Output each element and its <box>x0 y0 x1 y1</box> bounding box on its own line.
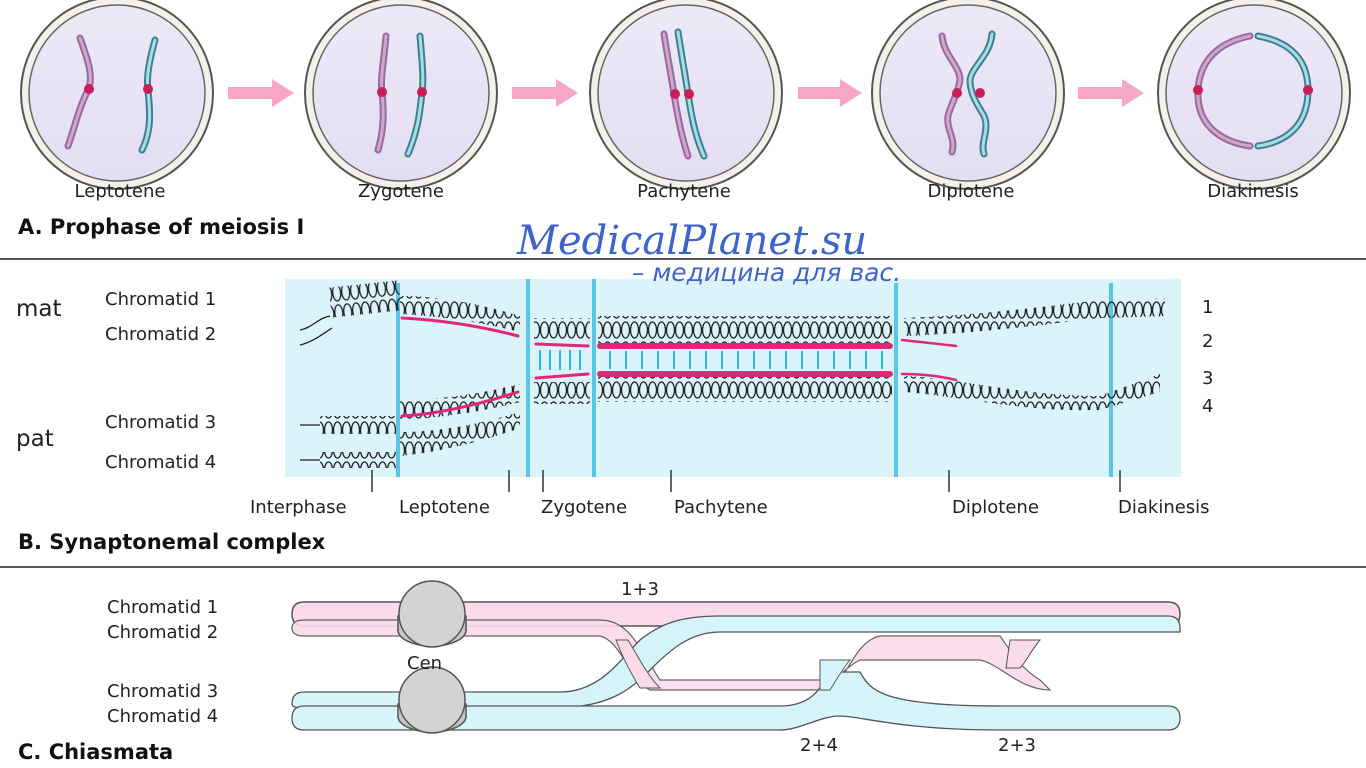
centromere-dot <box>377 87 387 97</box>
watermark-site: MedicalPlanet.su <box>517 218 868 264</box>
chromatin-coils <box>299 280 1165 468</box>
group-label-mat: mat <box>16 296 62 322</box>
watermark-tagline: – медицина для вас. <box>632 258 902 287</box>
centromere-dot <box>952 88 962 98</box>
cell-pachytene <box>589 0 783 190</box>
divider <box>0 258 1366 260</box>
stage-dividers <box>396 279 1113 477</box>
stage-label-zygotene: Zygotene <box>357 181 445 202</box>
chiasma-chromatid-label-1: Chromatid 1 <box>107 597 219 618</box>
stage-label-leptotene: Leptotene <box>74 181 166 202</box>
centromere-upper <box>397 580 467 648</box>
chromatid-label-4: Chromatid 4 <box>105 452 217 473</box>
stage-label-pachytene: Pachytene <box>637 181 731 202</box>
group-label-pat: pat <box>16 426 54 452</box>
sc-stage-interphase: Interphase <box>250 497 347 518</box>
chromatid-label-3: Chromatid 3 <box>105 412 217 433</box>
cell-diplotene <box>871 0 1065 190</box>
panel-c-title: C. Chiasmata <box>18 740 174 764</box>
centromere-dot <box>417 87 427 97</box>
crossover-label-2-3: 2+3 <box>998 735 1036 756</box>
number-label-4: 4 <box>1202 396 1214 417</box>
number-label-3: 3 <box>1202 368 1214 389</box>
panel-a-title: A. Prophase of meiosis I <box>18 215 305 239</box>
cell-diakinesis <box>1157 0 1351 190</box>
arrow-icon <box>228 79 294 107</box>
centromere-lower <box>397 666 467 734</box>
centromere-dot <box>1303 85 1313 95</box>
number-label-2: 2 <box>1202 331 1214 352</box>
stage-ticks <box>371 470 1121 492</box>
centromere-dot <box>1193 85 1203 95</box>
centromere-dot <box>84 84 94 94</box>
stage-label-diplotene: Diplotene <box>927 181 1015 202</box>
chiasmata-strands <box>291 601 1181 731</box>
centromere-dot <box>670 89 680 99</box>
sc-stage-pachytene: Pachytene <box>674 497 768 518</box>
centromere-label: Cen <box>407 653 443 674</box>
transverse-elements <box>539 350 883 370</box>
sc-stage-leptotene: Leptotene <box>399 497 490 518</box>
sc-stage-diakinesis: Diakinesis <box>1118 497 1210 518</box>
chromatid-label-1: Chromatid 1 <box>105 289 217 310</box>
crossover-label-2-4: 2+4 <box>800 735 838 756</box>
crossover-label-1-3: 1+3 <box>621 579 659 600</box>
arrow-icon <box>798 79 862 107</box>
chiasma-chromatid-label-3: Chromatid 3 <box>107 681 219 702</box>
arrow-icon <box>1078 79 1144 107</box>
cell-leptotene <box>20 0 214 190</box>
cell-zygotene <box>304 0 498 190</box>
sc-stage-zygotene: Zygotene <box>541 497 628 518</box>
centromere-dot <box>684 89 694 99</box>
stage-arrows <box>228 79 1144 107</box>
sc-stage-diplotene: Diplotene <box>952 497 1039 518</box>
chromatid-label-2: Chromatid 2 <box>105 324 217 345</box>
chiasma-chromatid-label-2: Chromatid 2 <box>107 622 219 643</box>
number-label-1: 1 <box>1202 297 1214 318</box>
chiasma-chromatid-label-4: Chromatid 4 <box>107 706 219 727</box>
divider <box>0 566 1366 568</box>
arrow-icon <box>512 79 578 107</box>
centromere-dot <box>143 84 153 94</box>
stage-label-diakinesis: Diakinesis <box>1207 181 1299 202</box>
axial-elements <box>400 316 958 418</box>
centromere-dot <box>975 88 985 98</box>
panel-b-title: B. Synaptonemal complex <box>18 530 326 554</box>
